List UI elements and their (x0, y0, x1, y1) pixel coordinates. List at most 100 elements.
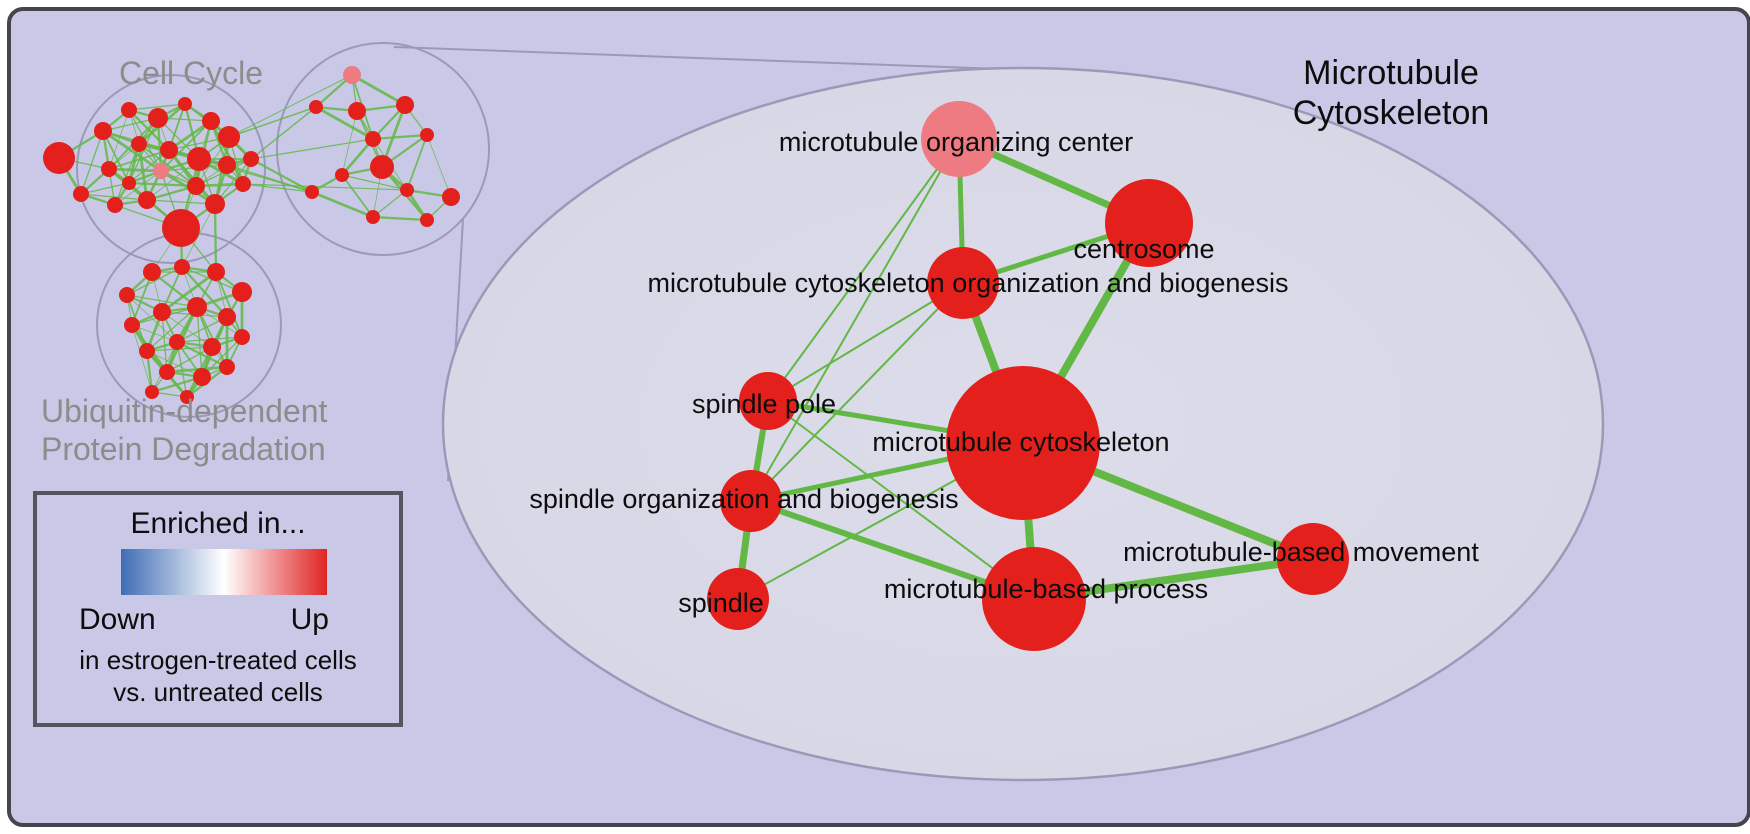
mini-edge (138, 143, 197, 187)
mini-edge (108, 109, 130, 170)
mini-node-10 (187, 147, 211, 171)
mini-node-21 (187, 177, 205, 195)
node-centrosome (1105, 179, 1193, 267)
node-label-microtubule-cytoskeleton-organization-and-biogenesis: microtubule cytoskeleton organization an… (648, 268, 1289, 298)
node-spindle-pole (739, 372, 797, 430)
mini-edge (315, 105, 374, 141)
mini-edge (128, 103, 186, 111)
mini-node-24 (348, 102, 366, 120)
cluster-circle-0 (76, 74, 266, 264)
mini-node-29 (335, 168, 349, 182)
mini-node-42 (187, 297, 207, 317)
mini-node-34 (420, 213, 434, 227)
mini-edge (250, 106, 317, 160)
mini-edge (161, 270, 217, 314)
edge-microtubule-cytoskeleton-organization-and-biogenesis--spindle-organization-and-biogenesis (750, 282, 964, 502)
mini-edge (80, 193, 148, 201)
mini-node-51 (219, 359, 235, 375)
mini-node-12 (101, 161, 117, 177)
legend: Enriched in... Down Up in estrogen-treat… (33, 491, 403, 727)
mini-edge (228, 74, 353, 138)
node-spindle (707, 568, 769, 630)
legend-up-label: Up (290, 603, 329, 636)
mini-edge (351, 73, 406, 107)
mini-node-50 (145, 385, 159, 399)
legend-subtitle-line1: in estrogen-treated cells (79, 645, 357, 675)
mini-edge (80, 182, 130, 195)
zoom-cone-line (393, 46, 1002, 70)
mini-node-49 (193, 368, 211, 386)
mini-edge (146, 199, 216, 205)
enrichment-map-figure: microtubule organizing center centrosome m… (7, 7, 1750, 827)
mini-node-28 (370, 155, 394, 179)
mini-edge (146, 306, 198, 352)
mini-edge (372, 133, 428, 141)
mini-edge (215, 271, 243, 338)
mini-node-45 (169, 334, 185, 350)
mini-node-33 (366, 210, 380, 224)
mini-node-36 (143, 263, 161, 281)
mini-node-20 (122, 176, 136, 190)
mini-edge (311, 190, 374, 219)
mini-node-0 (43, 142, 75, 174)
mini-edge (242, 183, 313, 193)
mini-node-9 (153, 163, 169, 179)
mini-node-15 (138, 191, 156, 209)
node-label-spindle: spindle (678, 588, 764, 618)
mini-edge (108, 167, 162, 173)
mini-node-37 (174, 259, 190, 275)
mini-node-11 (218, 156, 236, 174)
mini-edge (114, 170, 162, 206)
node-microtubule-cytoskeleton (946, 366, 1100, 520)
mini-edge (176, 316, 228, 343)
mini-node-19 (243, 151, 259, 167)
node-label-centrosome: centrosome (1073, 234, 1214, 264)
mini-edge (242, 183, 408, 191)
legend-subtitle-line2: vs. untreated cells (113, 677, 323, 707)
mini-node-18 (235, 176, 251, 192)
mini-node-5 (202, 112, 220, 130)
mini-edge (406, 134, 428, 191)
node-microtubule-based-movement (1277, 523, 1349, 595)
mini-node-6 (218, 126, 240, 148)
mini-node-27 (420, 128, 434, 142)
mini-edge (146, 350, 203, 378)
node-spindle-organization-and-biogenesis (720, 470, 782, 532)
mini-node-46 (203, 338, 221, 356)
cluster-label-microtubule-line2: Cytoskeleton (1292, 94, 1490, 132)
mini-edge (372, 215, 428, 222)
mini-node-2 (121, 102, 137, 118)
mini-edge (161, 311, 168, 373)
mini-node-13 (73, 186, 89, 202)
node-label-microtubule-cytoskeleton: microtubule cytoskeleton (872, 427, 1169, 457)
mini-edge (176, 340, 228, 369)
node-label-spindle-organization-and-biogenesis: spindle organization and biogenesis (529, 484, 958, 514)
edge-spindle-pole--microtubule-based-process (767, 400, 1035, 600)
mini-node-35 (119, 287, 135, 303)
cluster-label-microtubule-line1: Microtubule (1303, 54, 1479, 92)
mini-edge (131, 271, 153, 326)
mini-node-7 (131, 136, 147, 152)
mini-edge (131, 324, 153, 393)
mini-node-30 (305, 185, 319, 199)
cluster-label-cell-cycle: Cell Cycle (118, 55, 264, 91)
mini-edge (108, 149, 170, 170)
mini-node-17 (205, 194, 225, 214)
node-label-microtubule-organizing-center: microtubule organizing center (779, 127, 1133, 157)
mini-node-1 (94, 122, 112, 140)
mini-node-48 (159, 364, 175, 380)
mini-edge (372, 189, 408, 218)
mini-node-23 (309, 100, 323, 114)
mini-node-25 (396, 96, 414, 114)
mini-node-43 (218, 308, 236, 326)
node-label-microtubule-based-movement: microtubule-based movement (1123, 537, 1479, 567)
node-microtubule-based-process (982, 547, 1086, 651)
mini-edge (181, 203, 216, 268)
mini-edge (209, 120, 245, 185)
mini-edge (196, 306, 203, 378)
mini-edge (228, 106, 317, 138)
mini-edge (213, 203, 218, 273)
mini-node-41 (153, 303, 171, 321)
legend-gradient-bar (121, 549, 327, 595)
mini-node-3 (148, 108, 168, 128)
